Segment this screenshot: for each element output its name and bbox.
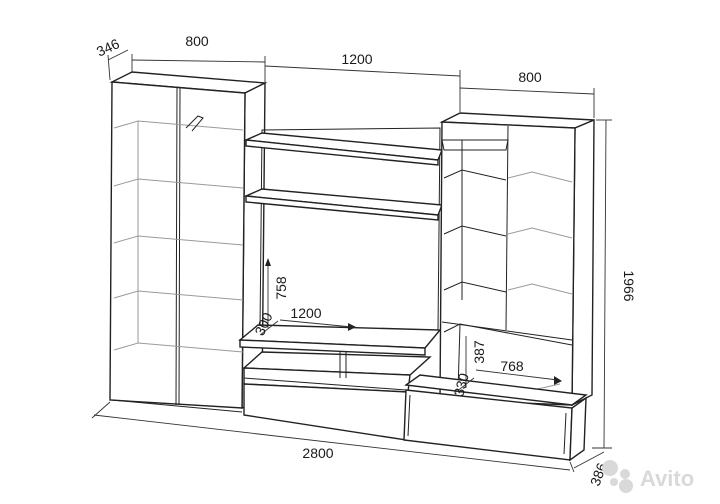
label-shelf-width: 1200 xyxy=(290,305,321,321)
label-right-width: 800 xyxy=(518,69,542,85)
avito-watermark: Avito xyxy=(602,460,694,493)
label-niche-height: 758 xyxy=(273,276,289,300)
label-cabinet-height: 387 xyxy=(471,340,487,364)
label-left-width: 800 xyxy=(185,33,209,49)
left-wardrobe xyxy=(109,71,268,413)
bottom-cabinets xyxy=(243,374,588,462)
label-middle-width: 1200 xyxy=(341,51,372,67)
label-total-width: 2800 xyxy=(302,445,333,461)
label-total-height: 1966 xyxy=(621,270,637,301)
label-cabinet-width: 768 xyxy=(500,358,524,374)
right-wardrobe xyxy=(439,112,595,407)
dimension-lines xyxy=(91,49,612,473)
avito-dots-icon xyxy=(602,460,633,493)
label-cabinet-depth: 330 xyxy=(450,371,472,398)
watermark-brand: Avito xyxy=(640,466,694,491)
label-left-depth: 346 xyxy=(94,35,122,59)
